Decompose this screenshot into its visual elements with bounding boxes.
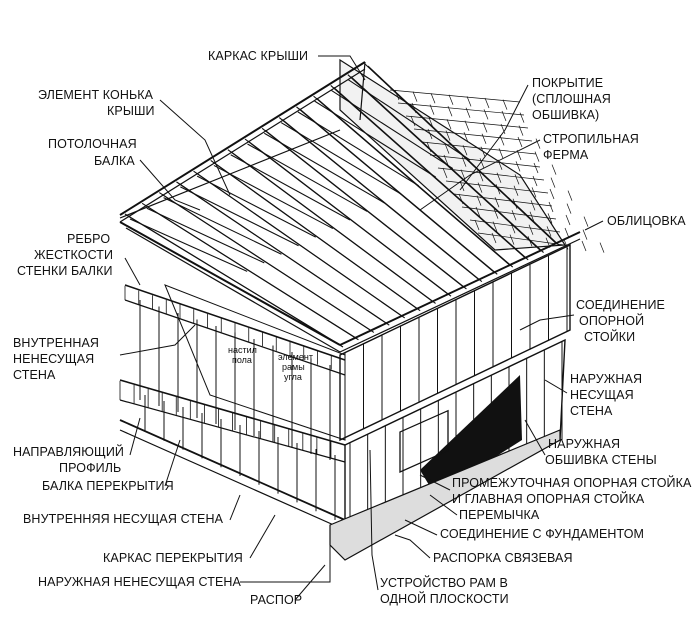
label-guide-profile: НАПРАВЛЯЮЩИЙ ПРОФИЛЬ xyxy=(13,444,128,475)
label-corner-frame: элемент рамы угла xyxy=(278,352,315,382)
label-interior-bearing: ВНУТРЕННЯЯ НЕСУЩАЯ СТЕНА xyxy=(23,512,224,526)
inline-labels: настил пола элемент рамы угла xyxy=(228,345,315,382)
label-stiffener: РЕБРО ЖЕСТКОСТИ СТЕНКИ БАЛКИ xyxy=(17,232,117,278)
exterior-sheathing-patch xyxy=(420,375,522,495)
roof-sheathing xyxy=(339,58,605,253)
callouts-left: КАРКАС КРЫШИ ЭЛЕМЕНТ КОНЬКА КРЫШИ ПОТОЛО… xyxy=(13,49,308,607)
label-ridge: ЭЛЕМЕНТ КОНЬКА КРЫШИ xyxy=(38,88,157,118)
label-strut: РАСПОР xyxy=(250,593,302,607)
roof-frame xyxy=(119,61,581,353)
label-roof-frame: КАРКАС КРЫШИ xyxy=(208,49,308,63)
label-cladding: ОБЛИЦОВКА xyxy=(607,214,686,228)
label-inplane-frames: УСТРОЙСТВО РАМ В ОДНОЙ ПЛОСКОСТИ xyxy=(380,575,512,606)
label-sheathing: ПОКРЫТИЕ (СПЛОШНАЯ ОБШИВКА) xyxy=(532,76,614,122)
label-floor-frame: КАРКАС ПЕРЕКРЫТИЯ xyxy=(103,551,243,565)
label-ceiling-joist: ПОТОЛОЧНАЯ БАЛКА xyxy=(48,137,140,168)
label-brace: РАСПОРКА СВЯЗЕВАЯ xyxy=(433,551,573,565)
label-interior-nonbearing: ВНУТРЕННАЯ НЕНЕСУЩАЯ СТЕНА xyxy=(13,336,103,382)
label-floor-joist: БАЛКА ПЕРЕКРЫТИЯ xyxy=(42,479,174,493)
label-truss: СТРОПИЛЬНАЯ ФЕРМА xyxy=(543,132,642,162)
leader-lines xyxy=(119,55,604,601)
label-ext-bearing: НАРУЖНАЯ НЕСУЩАЯ СТЕНА xyxy=(570,372,646,418)
label-stud-joint: СОЕДИНЕНИЕ ОПОРНОЙ СТОЙКИ xyxy=(576,298,669,344)
label-ext-sheathing: НАРУЖНАЯ ОБШИВКА СТЕНЫ xyxy=(545,437,657,467)
label-header: ПЕРЕМЫЧКА xyxy=(459,508,540,522)
upper-exterior-wall xyxy=(339,243,571,442)
label-floor-deck: настил пола xyxy=(228,345,259,365)
label-jack-king-stud: ПРОМЕЖУТОЧНАЯ ОПОРНАЯ СТОЙКА И ГЛАВНАЯ О… xyxy=(452,475,695,506)
callouts-right: ПОКРЫТИЕ (СПЛОШНАЯ ОБШИВКА) СТРОПИЛЬНАЯ … xyxy=(380,76,695,606)
floor-and-interior-frame xyxy=(119,284,561,561)
label-foundation-joint: СОЕДИНЕНИЕ С ФУНДАМЕНТОМ xyxy=(440,527,644,541)
label-exterior-nonbearing: НАРУЖНАЯ НЕНЕСУЩАЯ СТЕНА xyxy=(38,575,242,589)
